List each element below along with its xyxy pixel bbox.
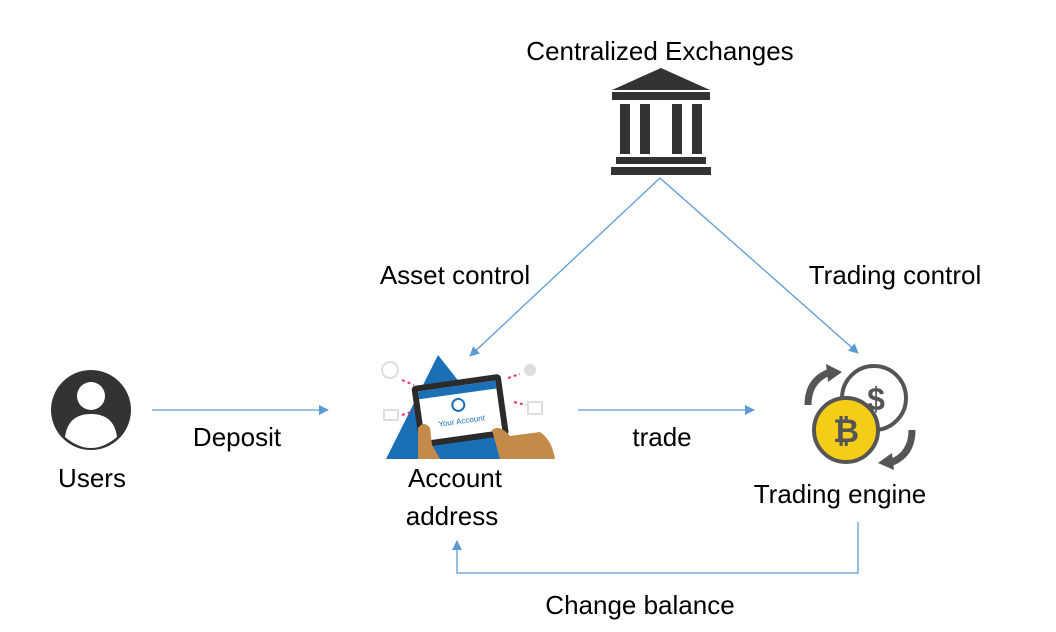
deposit-label: Deposit: [193, 422, 282, 452]
user-icon: [51, 370, 131, 450]
trading-engine-label: Trading engine: [754, 479, 927, 509]
title: Centralized Exchanges: [526, 36, 793, 66]
asset-control-label: Asset control: [380, 260, 530, 290]
users-label: Users: [58, 463, 126, 493]
change-balance-label: Change balance: [545, 590, 734, 620]
svg-text:₿: ₿: [833, 413, 859, 449]
change-balance-arrow: [452, 522, 859, 574]
account-label-line1: Account: [408, 463, 503, 493]
bank-icon: [611, 68, 711, 175]
bitcoin-dollar-exchange-icon: $ ₿: [804, 364, 916, 470]
trade-label: trade: [632, 422, 691, 452]
asset-control-arrow: [469, 177, 661, 357]
account-tablet-icon: Your Account: [381, 355, 555, 459]
trading-control-label: Trading control: [809, 260, 981, 290]
account-label-line2: address: [406, 501, 499, 531]
trading-control-arrow: [659, 177, 859, 354]
